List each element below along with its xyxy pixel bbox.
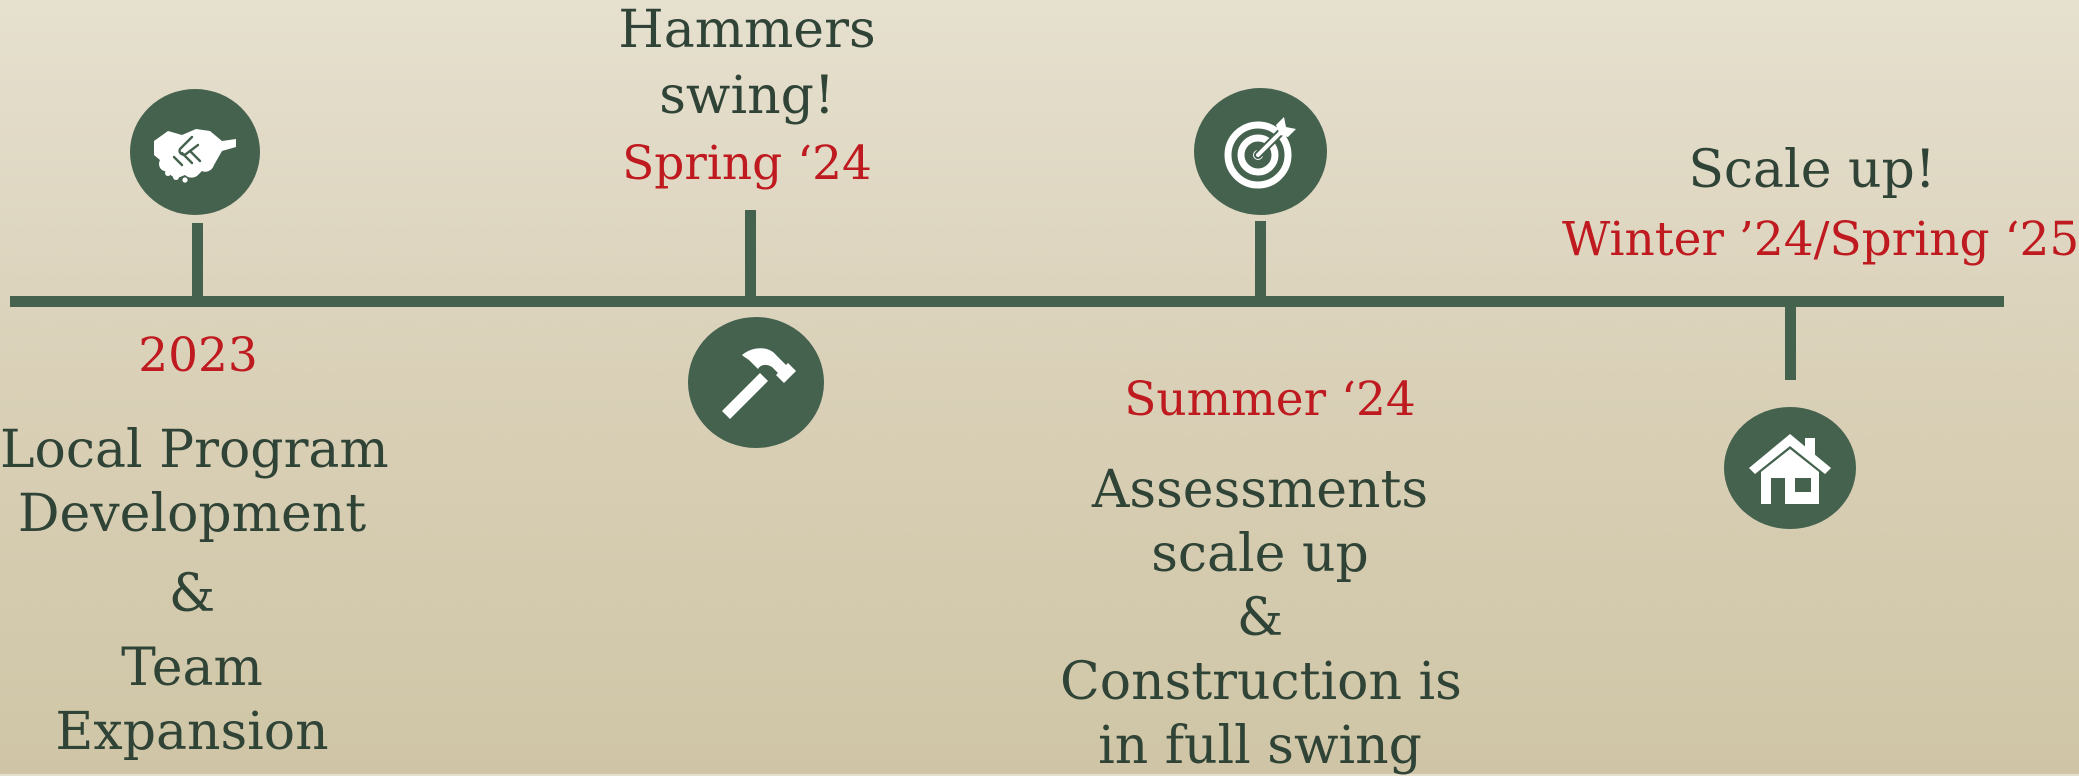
milestone-4-line-1: Scale up! [1688, 140, 1936, 200]
milestone-3-line-3: & [1236, 588, 1284, 648]
milestone-3-line-2: scale up [1151, 524, 1369, 584]
milestone-4-date: Winter ’24/Spring ‘25 [1562, 212, 2079, 267]
handshake-icon [152, 121, 238, 183]
house-icon [1747, 430, 1833, 506]
milestone-1-line-3: & [168, 564, 216, 624]
milestone-3-line-5: in full swing [1098, 716, 1422, 776]
milestone-1-line-4: Team [121, 638, 263, 698]
milestone-4-icon-badge [1724, 407, 1856, 529]
milestone-1-connector [192, 223, 203, 296]
milestone-2-line-2: swing! [659, 66, 835, 126]
milestone-2-line-1: Hammers [618, 0, 876, 60]
milestone-2-date: Spring ‘24 [622, 136, 872, 191]
milestone-3-connector [1255, 221, 1266, 296]
milestone-1-line-1: Local Program [0, 420, 389, 480]
milestone-3-line-1: Assessments [1091, 460, 1429, 520]
milestone-1-date: 2023 [138, 328, 258, 383]
milestone-4-connector [1785, 307, 1796, 380]
milestone-1-line-2: Development [17, 484, 367, 544]
milestone-1-line-5: Expansion [55, 702, 329, 762]
milestone-3-icon-badge [1194, 88, 1327, 215]
milestone-3-line-4: Construction is [1060, 652, 1462, 712]
timeline-axis [10, 296, 2004, 307]
milestone-1-icon-badge [130, 89, 260, 215]
hammer-icon [714, 341, 798, 425]
milestone-3-date: Summer ‘24 [1124, 372, 1416, 427]
target-icon [1224, 115, 1298, 189]
milestone-2-connector [745, 210, 756, 296]
milestone-2-icon-badge [688, 317, 824, 448]
